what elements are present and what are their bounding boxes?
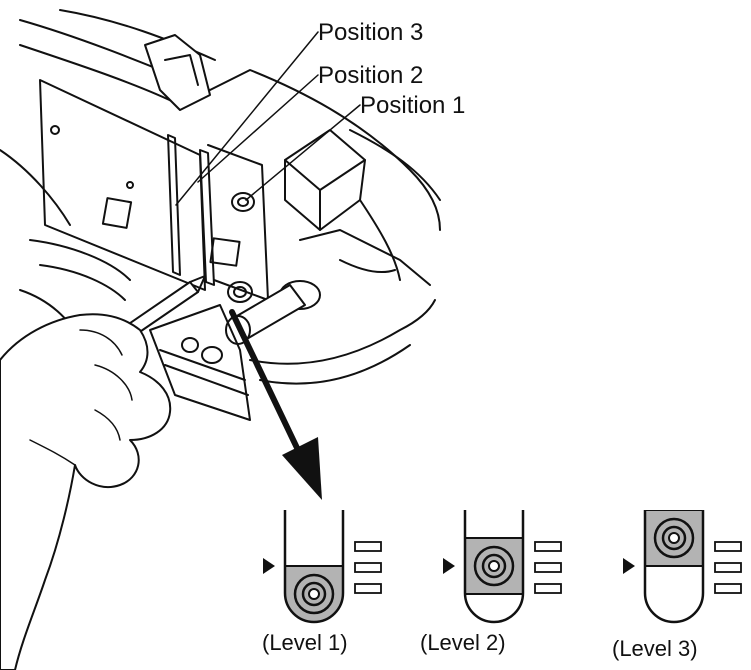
level-2-caption: (Level 2) — [420, 630, 506, 655]
level-scale-mark — [534, 541, 562, 552]
label-position-1: Position 1 — [360, 92, 465, 119]
vial-outline — [643, 510, 705, 624]
device-mechanism-illustration — [0, 9, 441, 421]
level-scale-mark — [534, 562, 562, 573]
level-3-caption: (Level 3) — [612, 636, 698, 661]
label-position-3: Position 3 — [318, 19, 423, 46]
vial-outline — [283, 510, 345, 624]
level-scale-mark — [714, 562, 742, 573]
level-pointer-triangle — [263, 558, 275, 574]
level-scale-mark — [354, 541, 382, 552]
level-1-caption: (Level 1) — [262, 630, 348, 655]
level-scale-mark — [354, 562, 382, 573]
hand-with-pen-illustration — [0, 275, 206, 670]
level-indicator-3 — [623, 510, 742, 624]
level-pointer-triangle — [443, 558, 455, 574]
level-scale-mark — [714, 583, 742, 594]
pointer-arrow — [229, 309, 322, 500]
level-indicator-2 — [443, 510, 562, 624]
ring-center — [668, 532, 680, 544]
level-pointer-triangle — [623, 558, 635, 574]
label-leader-lines — [175, 31, 361, 206]
level-indicator-1 — [263, 510, 382, 624]
level-scale-mark — [534, 583, 562, 594]
vial-outline — [463, 510, 525, 624]
ring-center — [308, 588, 320, 600]
level-scale-mark — [714, 541, 742, 552]
ring-center — [488, 560, 500, 572]
level-scale-mark — [354, 583, 382, 594]
label-position-2: Position 2 — [318, 62, 423, 89]
